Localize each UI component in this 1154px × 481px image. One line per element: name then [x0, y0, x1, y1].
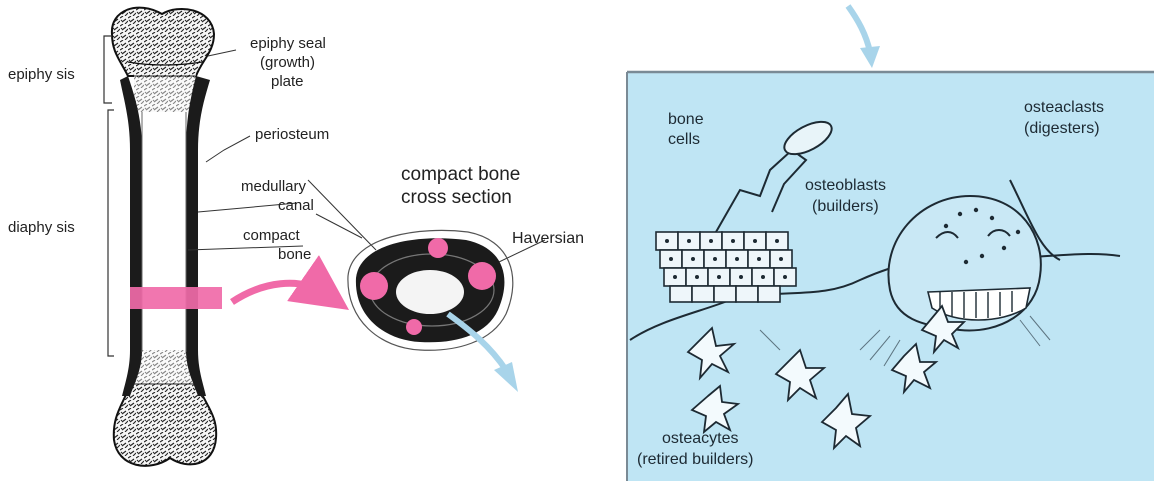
label-cross-section-line1: compact bone [401, 164, 520, 185]
cross-section-canal [396, 270, 464, 314]
label-epiphysis: epiphy sis [8, 66, 75, 83]
bottom-epiphysis [114, 384, 216, 466]
label-compact-bone-line2: bone [278, 246, 311, 263]
long-bone [112, 8, 222, 466]
label-osteocytes-line2: (retired builders) [637, 451, 753, 468]
label-cross-section-line2: cross section [401, 187, 512, 208]
cross-section [348, 230, 513, 350]
epiphysis-bracket [104, 36, 112, 103]
label-haversian: Haversian [512, 230, 584, 247]
diaphysis-bracket [108, 110, 114, 356]
section-band [130, 287, 222, 309]
pink-arrow [232, 283, 326, 302]
label-osteoclasts-line1: osteaclasts [1024, 99, 1104, 116]
label-osteoblasts-line2: (builders) [812, 198, 879, 215]
compact-bone-right-wall [186, 76, 210, 396]
label-periosteum: periosteum [255, 126, 329, 143]
blue-arrow-top [848, 6, 880, 68]
label-osteoblasts-line1: osteoblasts [805, 177, 886, 194]
label-medullary-canal-line1: medullary [241, 178, 307, 195]
label-diaphysis: diaphy sis [8, 219, 75, 236]
label-compact-bone-line1: compact [243, 227, 301, 244]
label-epiphyseal-plate-line1: epiphy seal [250, 35, 326, 52]
leader-lines [188, 50, 545, 272]
label-osteocytes-line1: osteacytes [662, 430, 738, 447]
compact-bone-left-wall [120, 76, 142, 396]
label-bone-cells-line1: bone [668, 111, 704, 128]
label-osteoclasts-line2: (digesters) [1024, 120, 1100, 137]
label-bone-cells-line2: cells [668, 131, 700, 148]
label-epiphyseal-plate-line3: plate [271, 73, 304, 90]
label-medullary-canal-line2: canal [278, 197, 314, 214]
label-epiphyseal-plate-line2: (growth) [260, 54, 315, 71]
osteoblast-cluster [656, 232, 796, 302]
